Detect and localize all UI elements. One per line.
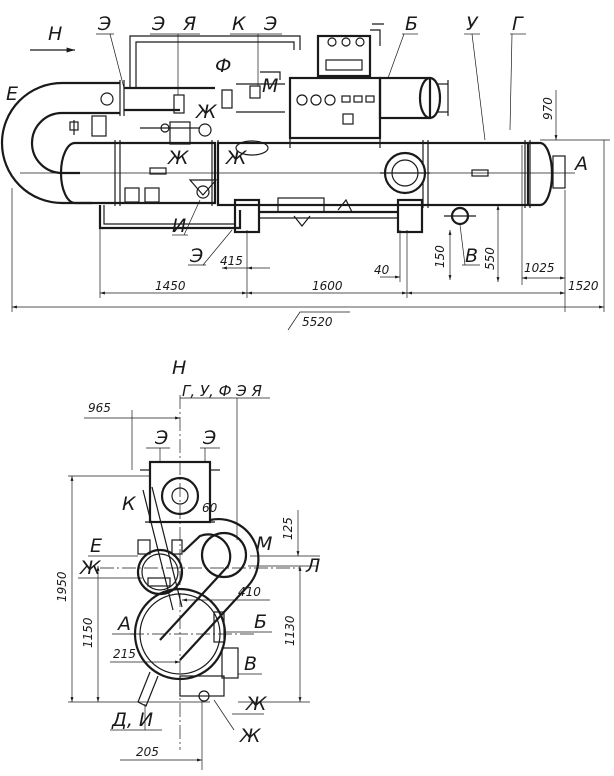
side-view: Н Э Э Я К Э Б У Г Е Ф М Ж Ж Ж А И Э В [0,13,610,331]
left-vessel [20,140,225,206]
main-shell [216,140,575,208]
end-label-K: К [122,493,137,515]
dim-1450: 1450 [155,279,186,293]
label-E-bottom: Э [189,245,203,267]
dim-5520: 5520 [302,315,333,329]
end-label-B: Б [254,611,267,633]
lower-pipe [98,197,476,234]
end-label-Zh1: Ж [79,557,102,579]
dim-550: 550 [483,247,497,270]
end-label-V: В [244,653,257,675]
end-dim-965: 965 [88,401,111,415]
end-view: Н Г, У, Ф Э Я 965 Э Э К 60 Е М 125 Л Ж 4… [55,357,320,770]
label-V: В [465,245,478,267]
end-label-A: А [116,613,131,635]
label-Zh1: Ж [195,101,218,123]
label-N: Н [48,23,62,45]
end-label-N: Н [172,357,186,379]
label-A: А [573,153,588,175]
end-dim-215: 215 [113,647,136,661]
label-B: Б [405,13,418,35]
dim-1600: 1600 [312,279,343,293]
end-dim-205: 205 [136,745,159,759]
valves-left [69,71,285,203]
dim-40: 40 [374,263,390,277]
label-I: И [172,215,186,237]
end-label-E1: Э [154,427,168,449]
label-E3: Э [263,13,277,35]
end-dim-410: 410 [238,585,261,599]
label-K: К [232,13,247,35]
label-F: Ф [215,55,231,77]
end-dim-1950: 1950 [55,571,69,602]
dim-150: 150 [433,245,447,268]
label-E-left: Е [6,83,18,105]
label-E1: Э [97,13,111,35]
u-bend-pipe [0,80,125,205]
label-Zh3: Ж [225,147,248,169]
label-Ya: Я [182,13,196,35]
end-dim-1130: 1130 [283,615,297,646]
end-dim-60: 60 [202,501,218,515]
end-label-E: Е [90,535,102,557]
label-M: М [262,75,278,97]
end-label-Zh2: Ж [245,693,268,715]
upper-pipe [124,35,301,112]
end-label-Zh3: Ж [239,725,262,747]
dim-415: 415 [220,254,243,268]
label-U: У [466,13,479,35]
dim-970: 970 [541,97,555,120]
dim-1520: 1520 [568,279,599,293]
end-dim-1150: 1150 [81,617,95,648]
upper-compressor [288,23,449,148]
end-label-top-group: Г, У, Ф Э Я [182,382,262,400]
label-E2: Э [151,13,165,35]
label-G: Г [512,13,524,35]
end-label-E2: Э [202,427,216,449]
label-Zh2: Ж [167,147,190,169]
dim-1025: 1025 [524,261,555,275]
end-label-M: М [256,533,272,555]
end-label-DI: Д, И [111,709,153,731]
end-dim-125: 125 [281,517,295,540]
